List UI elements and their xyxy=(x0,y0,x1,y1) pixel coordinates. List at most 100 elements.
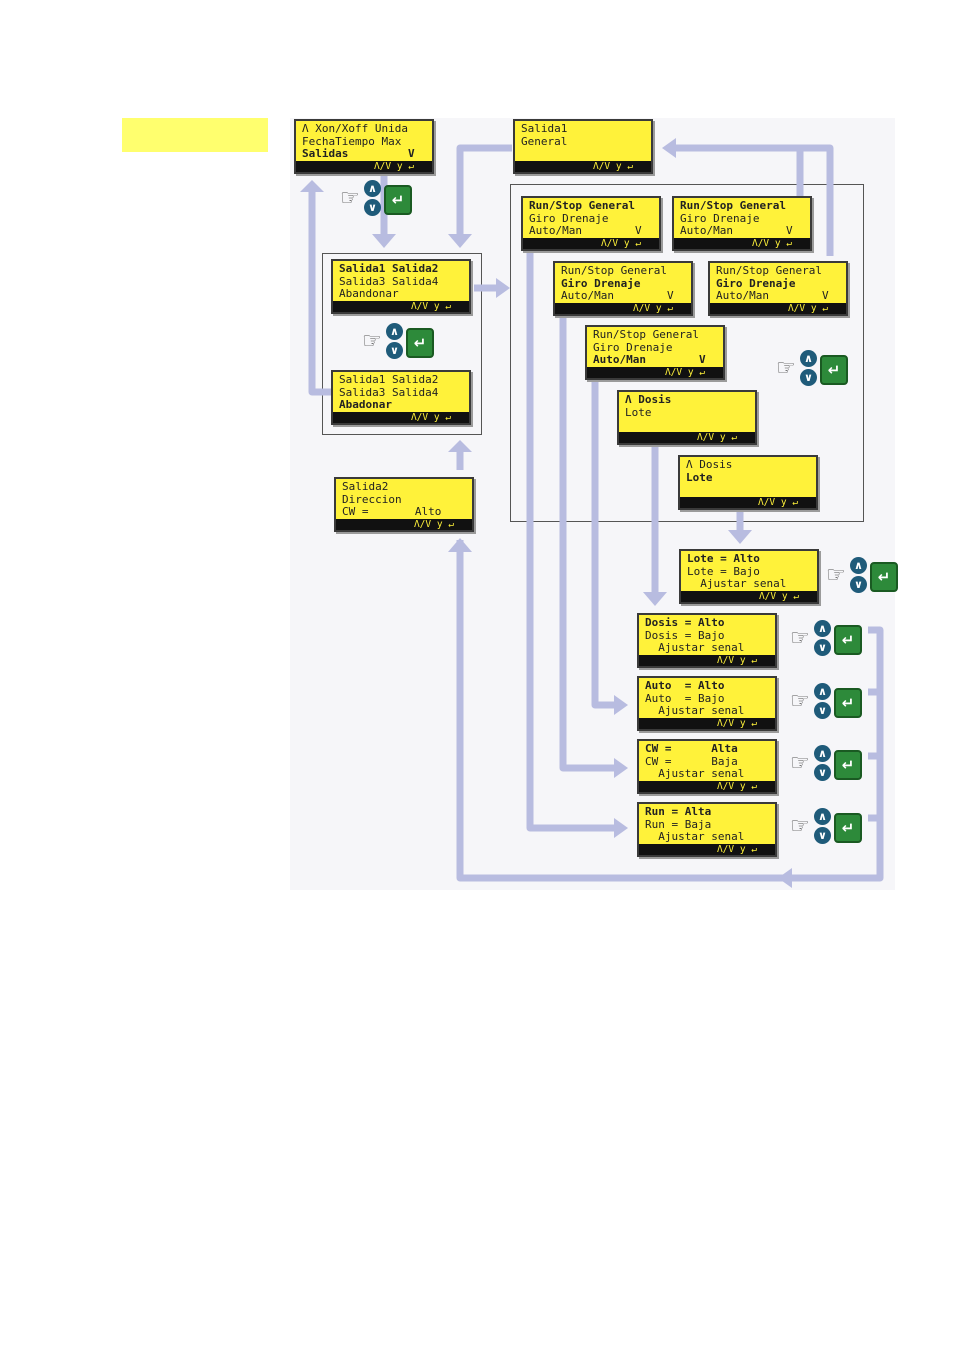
enter-icon: ↵ xyxy=(870,562,898,592)
arrowhead-down xyxy=(728,530,752,544)
lcd-row: Ajustar senal xyxy=(645,641,745,654)
lcd-row: Giro Drenaje xyxy=(716,276,796,290)
keypad: ☞∧∨↵ xyxy=(826,557,898,601)
lcd-footer: Λ/V y ↵ xyxy=(680,497,816,508)
lcd-row: Run = Baja xyxy=(645,817,712,831)
arrowhead-up xyxy=(448,538,472,552)
lcd-row: Dosis = Bajo xyxy=(645,628,725,642)
lcd-footer: Λ/V y ↵ xyxy=(336,519,472,530)
lcd-row: Λ Dosis xyxy=(686,458,733,471)
lcd-row: Run/Stop General xyxy=(561,264,667,277)
lcd-row: Lote xyxy=(686,470,713,484)
lcd-row: Salida1 Salida2 xyxy=(339,373,439,386)
lcd-row: Abandonar xyxy=(339,287,399,300)
lcd-footer: Λ/V y ↵ xyxy=(639,781,775,792)
lcd-footer: Λ/V y ↵ xyxy=(296,161,432,172)
arrowhead-right xyxy=(614,758,628,778)
lcd-row: Salidas V xyxy=(302,147,415,160)
lcd-footer: Λ/V y ↵ xyxy=(674,238,810,249)
salida-select-frame xyxy=(322,253,482,435)
lcd-row: FechaTiempo Max xyxy=(302,134,402,148)
arrowhead-down xyxy=(372,234,396,248)
lcd-row: Dosis = Alto xyxy=(645,616,725,629)
arrowhead-right xyxy=(614,695,628,715)
down-arrow-icon: ∨ xyxy=(814,764,831,781)
lcd-row: Giro Drenaje xyxy=(561,276,641,290)
lcd-row: Run = Alta xyxy=(645,805,712,818)
lcd-row: Lote xyxy=(625,405,652,419)
enter-icon: ↵ xyxy=(406,328,434,358)
enter-icon: ↵ xyxy=(834,625,862,655)
lcd-footer: Λ/V y ↵ xyxy=(619,432,755,443)
arrowhead-left xyxy=(662,138,676,158)
down-arrow-icon: ∨ xyxy=(386,342,403,359)
lcd-row: Salida1 xyxy=(521,122,568,135)
lcd-row: Run/Stop General xyxy=(716,264,822,277)
lcd-footer: Λ/V y ↵ xyxy=(333,412,469,423)
lcd-row: Ajustar senal xyxy=(645,830,745,843)
keypad: ☞∧∨↵ xyxy=(790,620,862,664)
up-arrow-icon: ∧ xyxy=(800,350,817,367)
arrowhead-down xyxy=(643,592,667,606)
lcd-row: Abadonar xyxy=(339,398,392,411)
lcd-row: Salida1 Salida2 xyxy=(339,262,439,275)
up-arrow-icon: ∧ xyxy=(364,180,381,197)
general-settings-frame xyxy=(510,184,864,522)
lcd-row: Auto = Bajo xyxy=(645,691,725,705)
auto-to-auto-line xyxy=(591,370,618,709)
return-arrow-line xyxy=(308,190,332,396)
lcd-row: Giro Drenaje xyxy=(529,211,609,225)
pointing-hand-icon: ☞ xyxy=(362,329,382,354)
up-arrow-icon: ∧ xyxy=(814,683,831,700)
lcd-row: Giro Drenaje xyxy=(680,211,760,225)
lcd-footer: Λ/V y ↵ xyxy=(639,718,775,729)
lcd-row: Lote = Alto xyxy=(687,552,760,565)
lcd-footer: Λ/V y ↵ xyxy=(555,303,691,314)
lcd-row: General xyxy=(521,134,568,148)
down-arrow-icon: ∨ xyxy=(364,199,381,216)
bottom-loop-line xyxy=(456,540,884,882)
down-arrow-icon: ∨ xyxy=(814,639,831,656)
lcd-row: CW = Baja xyxy=(645,754,738,768)
down-arrow-icon: ∨ xyxy=(800,369,817,386)
lcd-row: Auto/Man V xyxy=(593,353,706,366)
lcd-row: CW = Alta xyxy=(645,742,738,755)
pointing-hand-icon: ☞ xyxy=(790,626,810,651)
lcd-footer: Λ/V y ↵ xyxy=(710,303,846,314)
lcd-row: Run/Stop General xyxy=(680,199,786,212)
pointing-hand-icon: ☞ xyxy=(826,563,846,588)
lcd-row: Salida2 xyxy=(342,480,389,493)
lcd-footer: Λ/V y ↵ xyxy=(639,844,775,855)
up-arrow-icon: ∧ xyxy=(850,557,867,574)
lcd-row: Run/Stop General xyxy=(529,199,635,212)
keypad: ☞∧∨↵ xyxy=(340,180,412,224)
highlight-tag xyxy=(122,118,268,152)
arrowhead-up xyxy=(300,180,324,192)
down-arrow-icon: ∨ xyxy=(814,827,831,844)
lcd-row: Giro Drenaje xyxy=(593,340,673,354)
lcd-row: CW = Alto xyxy=(342,505,442,518)
pointing-hand-icon: ☞ xyxy=(790,751,810,776)
down-arrow-icon: ∨ xyxy=(814,702,831,719)
arrowhead-up xyxy=(448,440,472,452)
lcd-row: Ajustar senal xyxy=(687,577,787,590)
enter-icon: ↵ xyxy=(834,688,862,718)
pointing-hand-icon: ☞ xyxy=(790,814,810,839)
lcd-footer: Λ/V y ↵ xyxy=(523,238,659,249)
